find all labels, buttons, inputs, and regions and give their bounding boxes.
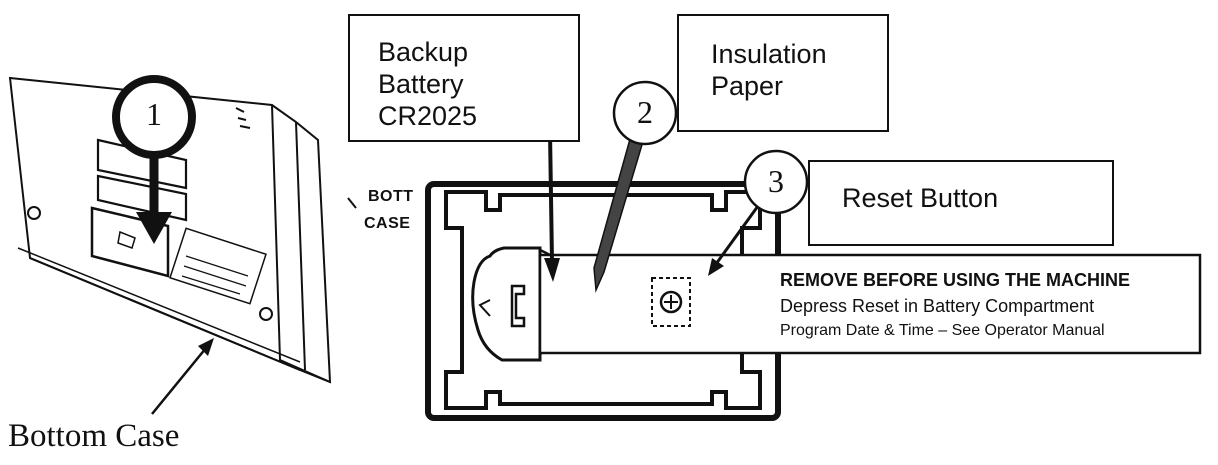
case-side-edge <box>271 104 331 383</box>
insulation-tag-title: REMOVE BEFORE USING THE MACHINE <box>780 270 1131 290</box>
reset-button-arrow-head <box>708 258 724 276</box>
battery-door-tab <box>117 230 136 249</box>
step-3-circle <box>743 149 809 215</box>
backup-battery-arrow-head <box>544 258 560 282</box>
callout-backup-line-1: Backup <box>378 37 469 67</box>
step-1-number: 1 <box>146 96 162 132</box>
callout-insulation-line-1: Insulation <box>711 39 827 69</box>
backup-battery-arrow-shaft <box>548 131 554 263</box>
reset-button-symbol <box>651 277 691 327</box>
case-hole-left <box>27 206 41 220</box>
insulation-paper-strip <box>538 253 1202 355</box>
battery-clip <box>510 284 526 328</box>
callout-backup-line-2: Battery <box>378 69 464 99</box>
step-2-number: 2 <box>637 94 653 130</box>
step-1-arrow-head <box>136 212 172 244</box>
bott-label-line-1: BOTT <box>368 188 414 205</box>
insulation-tag-line-2: Program Date & Time – See Operator Manua… <box>780 322 1105 339</box>
insulation-paper-body <box>538 253 1202 355</box>
compartment-inner-frame <box>444 190 762 410</box>
step-3-number: 3 <box>768 163 784 199</box>
callout-reset-line-1: Reset Button <box>842 183 999 213</box>
bott-label-line-2: CASE <box>364 215 411 232</box>
bottom-case-arrow-shaft <box>151 347 207 415</box>
bottom-case-caption: Bottom Case <box>8 418 180 454</box>
callout-insulation-paper: Insulation Paper <box>677 14 889 132</box>
machine-case-illustration <box>8 76 357 384</box>
insulation-tag-line-1: Depress Reset in Battery Compartment <box>780 296 1095 316</box>
case-bottom-rim-2 <box>17 247 301 363</box>
case-hole-right <box>259 307 273 321</box>
battery-holder <box>471 246 542 362</box>
callout-backup-battery: Backup Battery CR2025 <box>348 14 580 142</box>
callout-backup-line-3: CR2025 <box>378 101 478 131</box>
case-label-plate <box>169 227 267 305</box>
battery-clip-arm <box>478 299 491 317</box>
reset-button-arrow-shaft <box>714 205 760 265</box>
case-bottom-rim <box>29 257 301 371</box>
bottom-case-arrow-head <box>198 338 214 356</box>
case-side-edge-inner <box>295 121 306 371</box>
callout-reset-button: Reset Button <box>808 160 1114 246</box>
callout-insulation-line-2: Paper <box>711 71 784 101</box>
step-2-circle <box>612 80 678 146</box>
